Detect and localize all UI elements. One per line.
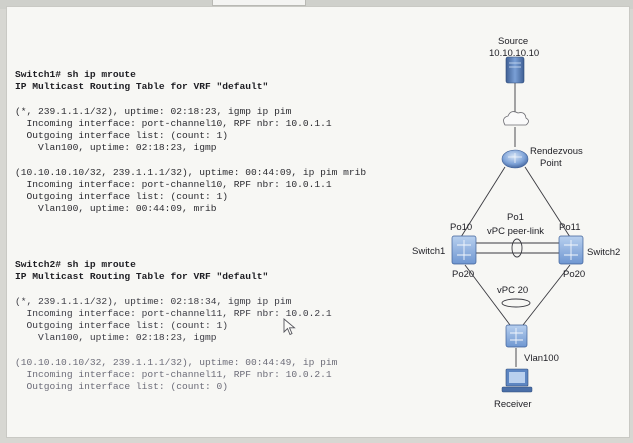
peer-link-label: vPC peer-link <box>487 226 544 237</box>
vpc20-label: vPC 20 <box>497 285 528 296</box>
cli-output-line: (*, 239.1.1.1/32), uptime: 02:18:23, igm… <box>15 105 292 117</box>
cli-output-line: Incoming interface: port-channel11, RPF … <box>15 307 332 319</box>
po20-right-label: Po20 <box>563 269 585 280</box>
cli-output-line: (10.10.10.10/32, 239.1.1.1/32), uptime: … <box>15 166 367 178</box>
po10-label: Po10 <box>450 222 472 233</box>
cli-output-line: Vlan100, uptime: 02:18:23, igmp <box>15 142 217 154</box>
access-switch-icon <box>505 324 528 348</box>
po1-label: Po1 <box>507 212 524 223</box>
cli-command-line: Switch2# sh ip mroute <box>15 259 136 270</box>
cli-output-line: Incoming interface: port-channel11, RPF … <box>15 368 332 380</box>
mouse-pointer-icon <box>283 318 296 336</box>
cli-command-line: Switch1# sh ip mroute <box>15 69 136 80</box>
po20-left-label: Po20 <box>452 269 474 280</box>
rp-label-line1: Rendezvous <box>530 146 583 157</box>
cli-output-line: Incoming interface: port-channel10, RPF … <box>15 117 332 129</box>
cli-command-line: IP Multicast Routing Table for VRF "defa… <box>15 271 269 283</box>
cli-output-line: Incoming interface: port-channel10, RPF … <box>15 178 332 190</box>
rp-label-line2: Point <box>540 158 562 169</box>
router-icon <box>501 149 529 169</box>
cli-output-line: Outgoing interface list: (count: 1) <box>15 319 229 331</box>
switch1-label: Switch1 <box>412 246 445 257</box>
po11-label: Po11 <box>559 222 580 233</box>
cli-output-line: Vlan100, uptime: 00:44:09, mrib <box>15 203 217 215</box>
network-topology-diagram: Source 10.10.10.10 Rendezvous Point Swit… <box>412 36 620 410</box>
link-rp-switch1 <box>460 166 506 238</box>
source-ip: 10.10.10.10 <box>489 48 539 59</box>
switch1-icon <box>451 235 477 265</box>
paper-tab <box>212 0 306 6</box>
cli-command-line: IP Multicast Routing Table for VRF "defa… <box>15 81 269 93</box>
switch2-label: Switch2 <box>587 247 620 258</box>
vpc20-bundle-ellipse <box>501 298 531 308</box>
cli-output-line: Vlan100, uptime: 02:18:23, igmp <box>15 332 217 344</box>
source-label: Source <box>498 36 528 47</box>
receiver-label: Receiver <box>494 399 532 410</box>
receiver-pc-icon <box>501 368 533 393</box>
links <box>460 82 571 367</box>
vlan100-label: Vlan100 <box>524 353 559 364</box>
link-rp-switch2 <box>524 166 571 238</box>
switch2-icon <box>558 235 584 265</box>
cli-output-line: (10.10.10.10/32, 239.1.1.1/32), uptime: … <box>15 356 338 368</box>
link-switch1-access <box>464 264 511 326</box>
cloud-icon <box>503 111 529 126</box>
link-switch2-access <box>522 264 571 326</box>
cli-output-line: Outgoing interface list: (count: 1) <box>15 129 229 141</box>
source-server-icon <box>505 56 525 84</box>
po1-bundle-ellipse <box>511 238 523 258</box>
photo-edge <box>0 0 633 9</box>
cli-output-line: (*, 239.1.1.1/32), uptime: 02:18:34, igm… <box>15 295 292 307</box>
cli-output-line: Outgoing interface list: (count: 0) <box>15 380 229 392</box>
cli-output-line: Outgoing interface list: (count: 1) <box>15 190 229 202</box>
